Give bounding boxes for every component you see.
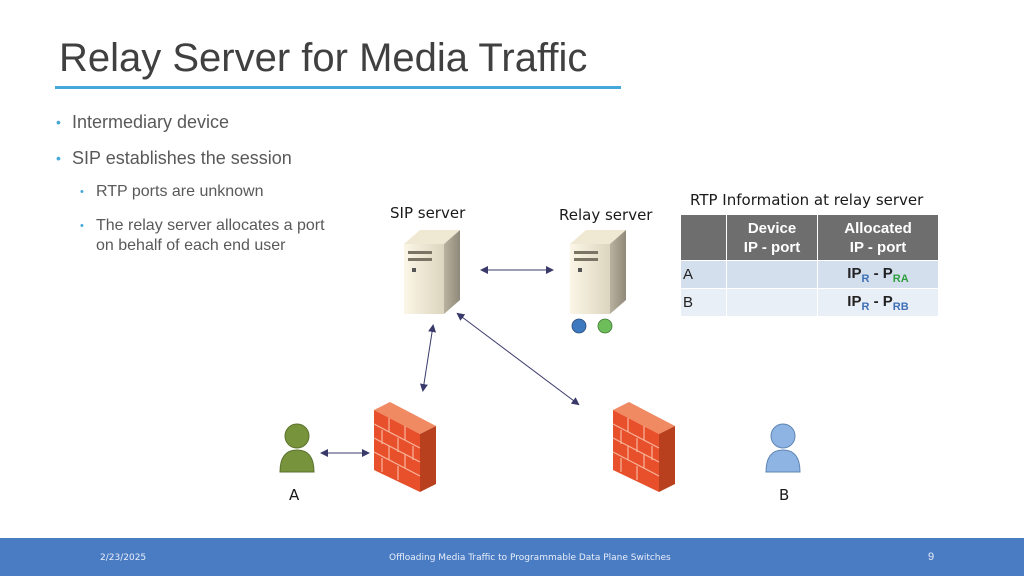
table-header-row: Device IP - port Allocated IP - port [681,215,939,261]
bullet-text-line-1: The relay server allocates a port [96,217,325,234]
header-line: Device [747,219,797,237]
alloc-port: P [882,292,893,310]
firewall-icon [612,402,675,492]
relay-port-dot-b [597,318,613,334]
alloc-port-sub: RA [892,272,909,285]
header-line: Allocated [844,219,912,237]
firewall-icon [373,402,436,492]
user-b-label: B [779,486,790,504]
table-row: A IPR - PRA [681,260,939,289]
bullet-dot-icon: • [80,220,84,232]
sip-firewall-a-arrow [419,324,437,392]
table-row: B IPR - PRB [681,288,939,316]
user-a-icon [279,423,315,473]
sip-server-icon [404,230,460,314]
table-header-allocated: Allocated IP - port [817,215,939,261]
bullet-text: RTP ports are unknown [96,183,264,200]
title-underline [55,86,621,89]
bullet-dot-icon: • [56,114,61,130]
relay-server-label: Relay server [559,206,653,224]
user-a-label: A [289,486,300,504]
allocated-cell: IPR - PRB [817,288,939,316]
relay-port-dot-a [571,318,587,334]
alloc-ip-sub: R [861,300,870,313]
table-header-device: Device IP - port [726,215,818,261]
alloc-ip: IP [847,264,862,282]
alloc-sep: - [869,264,883,282]
relay-server-icon [570,230,626,314]
alloc-ip: IP [847,292,862,310]
device-ip-port-cell [726,288,818,316]
bullet-dot-icon: • [80,186,84,198]
device-ip-port-cell [726,260,818,289]
device-cell: B [681,288,727,316]
page-number: 9 [928,551,935,563]
allocated-cell: IPR - PRA [817,260,939,289]
rtp-table-caption: RTP Information at relay server [690,191,924,209]
slide-footer: 2/23/2025 Offloading Media Traffic to Pr… [0,538,1024,576]
bullet-text-line-2: on behalf of each end user [96,237,286,254]
footer-date: 2/23/2025 [100,553,147,563]
bullet-dot-icon: • [56,150,61,166]
device-cell: A [681,260,727,289]
header-line: IP - port [849,238,907,256]
rtp-info-table: Device IP - port Allocated IP - port A I… [681,215,939,316]
header-line: IP - port [743,238,801,256]
sip-server-label: SIP server [390,204,466,222]
alloc-port-sub: RB [892,300,909,313]
network-diagram [279,230,801,492]
footer-title: Offloading Media Traffic to Programmable… [389,553,671,563]
sip-firewall-b-arrow [456,312,580,406]
slide-title: Relay Server for Media Traffic [59,36,588,80]
alloc-port: P [882,264,893,282]
alloc-sep: - [869,292,883,310]
bullet-text: Intermediary device [72,112,230,132]
bullet-text: SIP establishes the session [72,148,292,168]
user-b-icon [765,423,801,473]
alloc-ip-sub: R [861,272,870,285]
table-header-cell [681,215,727,261]
